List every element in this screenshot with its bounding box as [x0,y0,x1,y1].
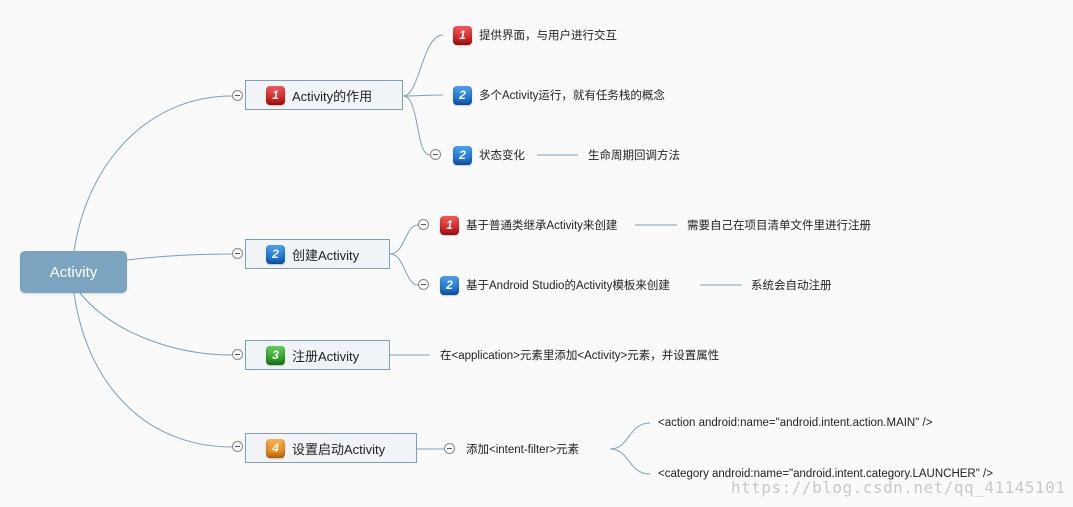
priority-2-icon: 2 [453,85,472,105]
leaf-label: 生命周期回调方法 [588,150,680,162]
priority-3-icon: 3 [266,345,285,365]
watermark: https://blog.csdn.net/qq_41145101 [731,478,1066,497]
branch-activity-role[interactable]: 1 Activity的作用 [245,80,403,110]
connector-root-branch-2 [126,253,233,261]
leaf-label: 多个Activity运行，就有任务栈的概念 [479,90,665,102]
branch-label: 注册Activity [292,348,360,364]
connector-b4-category [609,448,651,475]
branch-register-activity[interactable]: 3 注册Activity [245,340,390,370]
connector-b2-leaf1 [389,224,419,255]
priority-2-icon: 2 [440,275,459,295]
root-label: Activity [49,263,98,281]
connector-b4-action [609,422,651,450]
collapse-toggle-branch-3[interactable] [232,349,243,360]
connector-root-branch-4 [73,292,233,448]
leaf-auto-register[interactable]: 系统会自动注册 [751,276,832,294]
priority-1-icon: 1 [266,85,285,105]
branch-label: 设置启动Activity [292,441,386,457]
collapse-toggle-create-plain[interactable] [418,219,429,230]
leaf-provide-ui[interactable]: 1 提供界面，与用户进行交互 [453,25,617,45]
connector-root-branch-3 [79,292,233,356]
root-node-activity[interactable]: Activity [20,251,127,293]
leaf-state-change[interactable]: 2 状态变化 [453,145,525,165]
leaf-action-main[interactable]: <action android:name="android.intent.act… [658,414,932,432]
leaf-lifecycle-callbacks[interactable]: 生命周期回调方法 [588,146,680,164]
connector-b1-leaf3 [402,95,431,156]
collapse-toggle-branch-1[interactable] [232,90,243,101]
leaf-task-stack[interactable]: 2 多个Activity运行，就有任务栈的概念 [453,85,665,105]
leaf-label: 需要自己在项目清单文件里进行注册 [687,220,871,232]
priority-1-icon: 1 [440,215,459,235]
leaf-label: 状态变化 [479,150,525,162]
leaf-label: 系统会自动注册 [751,280,832,292]
leaf-label: 在<application>元素里添加<Activity>元素，并设置属性 [440,350,720,362]
priority-4-icon: 4 [266,438,285,458]
leaf-label: <category android:name="android.intent.c… [658,468,993,480]
leaf-manual-register[interactable]: 需要自己在项目清单文件里进行注册 [687,216,871,234]
collapse-toggle-branch-2[interactable] [232,248,243,259]
leaf-label: 基于普通类继承Activity来创建 [466,220,618,232]
priority-2-icon: 2 [266,244,285,264]
branch-set-launch-activity[interactable]: 4 设置启动Activity [245,433,417,463]
leaf-create-template[interactable]: 2 基于Android Studio的Activity模板来创建 [440,275,670,295]
collapse-toggle-branch-4[interactable] [232,441,243,452]
connector-b1-leaf1 [402,34,444,97]
branch-label: 创建Activity [292,247,360,263]
leaf-label: 基于Android Studio的Activity模板来创建 [466,280,670,292]
branch-label: Activity的作用 [292,88,373,104]
leaf-category-launcher[interactable]: <category android:name="android.intent.c… [658,465,993,483]
collapse-toggle-state-change[interactable] [430,149,441,160]
branch-create-activity[interactable]: 2 创建Activity [245,239,390,269]
connector-b2-leaf2 [389,253,419,286]
leaf-create-plain-class[interactable]: 1 基于普通类继承Activity来创建 [440,215,618,235]
priority-2-icon: 2 [453,145,472,165]
leaf-label: <action android:name="android.intent.act… [658,417,933,429]
collapse-toggle-create-template[interactable] [418,279,429,290]
leaf-add-activity-element[interactable]: 在<application>元素里添加<Activity>元素，并设置属性 [440,346,719,364]
collapse-toggle-intent-filter[interactable] [444,443,455,454]
connector-b1-leaf2 [402,94,444,97]
leaf-label: 提供界面，与用户进行交互 [479,30,617,42]
connector-root-branch-1 [73,95,233,252]
priority-1-icon: 1 [453,25,472,45]
leaf-add-intent-filter[interactable]: 添加<intent-filter>元素 [466,440,579,458]
leaf-label: 添加<intent-filter>元素 [466,444,580,456]
